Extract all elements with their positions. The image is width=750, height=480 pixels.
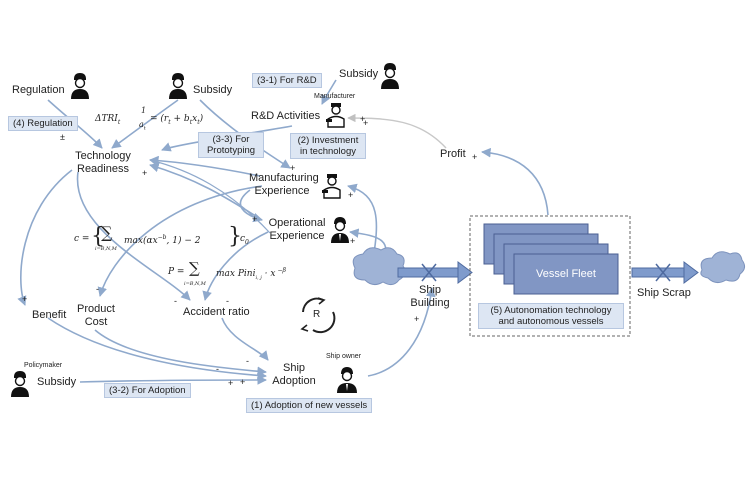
accident-sum: ∑ [189, 259, 200, 277]
link-operational-readiness-2 [149, 158, 271, 234]
technology-readiness-label: Technology Readiness [75, 150, 131, 175]
sign-accident-op: - [226, 296, 229, 306]
cost-c0: c0 [240, 234, 249, 246]
callout-autonomation: (5) Autonomation technology and autonomo… [478, 303, 624, 329]
manufacturer-caption: Manufacturer [314, 93, 356, 100]
link-cost-adoption [94, 329, 267, 377]
sign-operational-out: + [252, 214, 258, 224]
link-fleet-profit [481, 147, 549, 216]
callout-adoption-subsidy: (3-2) For Adoption [104, 383, 191, 398]
sign-adoption-subsidy: + [240, 377, 246, 387]
link-manufacturing-operational [239, 189, 263, 223]
loop-label: R [313, 309, 321, 320]
inflow-arrowhead [457, 261, 473, 284]
rd-activities-label: R&D Activities [251, 110, 321, 122]
tri-rhs: = (rt + btxt) [150, 114, 204, 126]
sign-adoption-accident: - [246, 356, 249, 366]
callout-new-vessels: (1) Adoption of new vessels [246, 398, 373, 413]
accident-ratio-label: Accident ratio [183, 306, 250, 318]
callout-regulation: (4) Regulation [8, 116, 78, 131]
profit-label: Profit [440, 148, 466, 160]
cost-lhs: c = [74, 234, 90, 244]
callout-rd-subsidy: (3-1) For R&D [252, 73, 322, 88]
manufacturing-experience-label: Manufacturing Experience [249, 172, 319, 197]
product-cost-label: Product Cost [77, 303, 115, 328]
accident-lhs: P = [168, 267, 185, 277]
callout-prototyping: (3-3) For Prototyping [198, 132, 264, 158]
tri-fraction-numerator: 1 [141, 106, 147, 115]
link-subsidy-bottom-adoption [79, 375, 267, 385]
link-adoption-shipbuilding [367, 287, 436, 377]
fleet-card-4 [513, 253, 619, 295]
worker-person-icon [322, 174, 341, 199]
regulator-person-icon [71, 73, 89, 99]
operator-person-icon [331, 217, 349, 243]
sign-adoption-benefit: + [228, 378, 234, 388]
accident-sum-subscript: i=B,N,M [184, 281, 206, 287]
sign-cost: - [96, 284, 99, 294]
ship-owner-caption: Ship owner [326, 353, 362, 360]
ship-scrap-label: Ship Scrap [637, 287, 691, 299]
manufacturer-person-icon [326, 103, 345, 128]
ship-owner-person-icon [337, 367, 357, 393]
link-operational-accident [202, 231, 269, 301]
cloud-sink [700, 251, 746, 284]
outflow-arrowhead [683, 261, 699, 284]
policymaker-person-icon [11, 371, 29, 397]
link-manufacturing-cost [97, 185, 263, 297]
tri-lhs: ΔTRIt [95, 114, 121, 126]
sign-accident-in: - [174, 296, 177, 306]
sign-profit-rd: + [360, 114, 366, 124]
benefit-label: Benefit [32, 309, 67, 321]
ship-building-label: Ship Building [410, 284, 450, 309]
cloud-source [352, 247, 406, 286]
link-regulation-readiness [47, 99, 103, 149]
ship-adoption-label: Ship Adoption [272, 362, 316, 387]
tri-fraction-denominator: at [139, 120, 146, 132]
link-profit-rd [347, 113, 447, 149]
accident-body: max Pinii, j · xt−β [216, 267, 286, 281]
sign-rd-investment: + [290, 163, 296, 173]
sign-regulation: ± [60, 132, 65, 142]
cost-sum: ∑ [101, 223, 113, 242]
cost-bracket-open: { [91, 224, 105, 249]
link-subsidy-readiness [111, 99, 179, 149]
vessel-fleet-label: Vessel Fleet [536, 268, 596, 280]
link-readiness-benefit [17, 169, 73, 306]
sign-shipbuilding: + [414, 314, 420, 324]
subsidy-top-label: Subsidy [193, 84, 233, 96]
cost-body: max(αx−b, 1) − 2 [124, 234, 201, 246]
reinforcing-loop-symbol [300, 297, 336, 334]
callout-investment: (2) Investment in technology [290, 133, 366, 159]
sign-operational-in: + [350, 236, 356, 246]
operational-experience-label: Operational Experience [268, 217, 326, 242]
stock-flow [352, 215, 746, 337]
sign-rdsubsidy: + [363, 118, 369, 128]
policymaker-caption: Policymaker [24, 362, 63, 369]
sign-adoption-cost: - [216, 364, 219, 374]
cost-bracket-close: } [228, 224, 242, 249]
outflow-valve [655, 263, 671, 282]
outflow-pipe [631, 267, 685, 278]
cost-sum-subscript: i=B,N,M [95, 246, 117, 252]
link-accident-adoption [221, 317, 269, 361]
link-manufacturing-readiness [149, 155, 261, 177]
link-readiness-accident [76, 171, 191, 301]
rd-funder-person-icon [381, 63, 399, 89]
inflow-valve [421, 263, 437, 282]
subsidy-rd-label: Subsidy [339, 68, 379, 80]
sign-readiness-in: + [142, 168, 148, 178]
subsidy-bottom-label: Subsidy [37, 376, 77, 388]
regulation-label: Regulation [12, 84, 65, 96]
sign-manufacturing-in: + [348, 190, 354, 200]
government-person-icon [169, 73, 187, 99]
sign-profit: + [472, 152, 478, 162]
link-operational-readiness [149, 162, 263, 221]
sign-benefit: + [22, 294, 28, 304]
link-benefit-adoption [47, 317, 267, 381]
inflow-pipe [397, 267, 459, 278]
link-rdsubsidy-rd [321, 79, 337, 105]
fleet-frame [469, 215, 631, 337]
